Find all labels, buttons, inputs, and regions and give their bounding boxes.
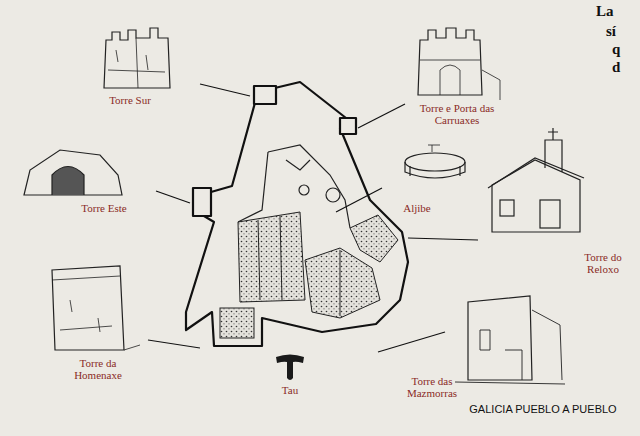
tower-sketches bbox=[24, 28, 584, 384]
symbol-label: Tau bbox=[272, 385, 308, 397]
cut-text: La bbox=[596, 4, 636, 20]
cut-text: q bbox=[612, 42, 636, 58]
cistern-label: Aljibe bbox=[392, 203, 442, 215]
tower-label: Torre do Reloxo bbox=[572, 252, 634, 275]
inner-courtyard bbox=[238, 145, 350, 228]
tower-label: Torre das Mazmorras bbox=[392, 376, 472, 399]
tower-label: Torre Este bbox=[66, 203, 142, 215]
watermark: GALICIA PUEBLO A PUEBLO bbox=[450, 404, 636, 416]
leader-lines bbox=[148, 84, 478, 352]
cut-text: sí bbox=[606, 24, 636, 40]
cut-text: d bbox=[612, 60, 636, 76]
stippled-buildings bbox=[220, 212, 398, 338]
castle-outline bbox=[186, 82, 408, 346]
tau-symbol bbox=[276, 355, 304, 381]
tower-label: Torre Sur bbox=[95, 95, 165, 107]
tower-label: Torre da Homenaxe bbox=[62, 358, 134, 381]
tower-label: Torre e Porta das Carruaxes bbox=[412, 103, 502, 126]
